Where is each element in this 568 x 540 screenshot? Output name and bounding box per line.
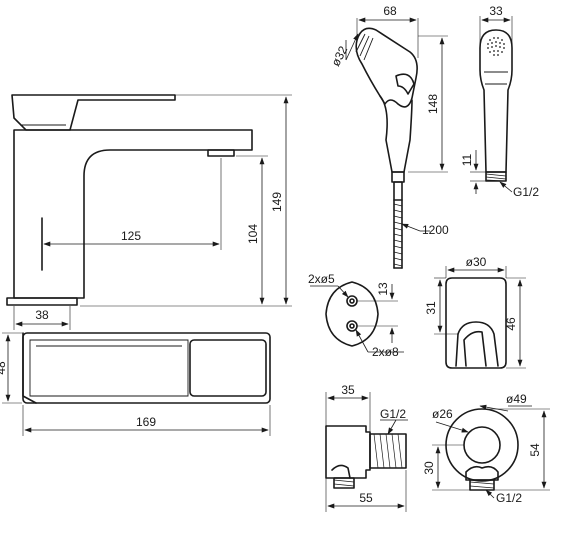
plugs-label: 2xø8 [372, 345, 399, 359]
outer-diameter-label: ø49 [506, 392, 527, 406]
faucet-front-view [6, 94, 253, 306]
hole-height-label: 31 [424, 301, 438, 315]
spray-face-dots [487, 37, 505, 56]
shower-thread-label: G1/2 [513, 185, 539, 199]
spout-reach-label: 125 [121, 229, 141, 243]
holder-side-dimensions: ø30 31 46 [424, 255, 526, 369]
hose-hatching [393, 203, 403, 267]
holder-front-dimensions: 2xø5 2xø8 13 [308, 272, 404, 359]
holder-height-label: 46 [504, 317, 518, 331]
outlet-front-view [445, 408, 519, 491]
spout-height-label: 104 [246, 224, 260, 244]
outlet-front-thread-label: G1/2 [496, 491, 522, 505]
outlet-side-view [325, 425, 407, 489]
hand-shower-side-dimensions: 33 11 G1/2 [460, 4, 539, 199]
faucet-front-dimensions: 149 104 125 38 [13, 94, 292, 330]
holder-width-label: ø30 [466, 255, 487, 269]
handle-width-label: 68 [383, 4, 397, 18]
thread-length-label: 11 [460, 153, 474, 166]
screws-label: 2xø5 [308, 272, 335, 286]
side-width-label: 33 [489, 4, 503, 18]
faucet-top-dimensions: 48 169 [0, 332, 271, 436]
faucet-height-label: 149 [270, 192, 284, 212]
thread-height-label: 30 [422, 461, 436, 475]
head-diameter-label: ø32 [329, 44, 351, 69]
top-width-label: 48 [0, 361, 8, 375]
outlet-total-depth-label: 55 [359, 491, 373, 505]
handle-height-label: 148 [426, 94, 440, 114]
base-width-label: 38 [35, 308, 49, 322]
outlet-depth-label: 35 [341, 383, 355, 397]
outlet-height-label: 54 [528, 443, 542, 457]
hose-length-label: 1200 [422, 223, 449, 237]
hand-shower-side-view [479, 29, 513, 182]
outlet-side-dimensions: 35 55 G1/2 [325, 383, 408, 512]
holder-front-view [325, 281, 379, 347]
outlet-thread-label: G1/2 [380, 407, 406, 421]
spacing-label: 13 [376, 282, 390, 296]
faucet-top-view [22, 332, 271, 404]
top-length-label: 169 [136, 415, 156, 429]
outlet-front-dimensions: ø49 ø26 30 54 G1/2 [422, 392, 550, 505]
inner-diameter-label: ø26 [432, 407, 453, 421]
hand-shower-view [355, 27, 418, 269]
holder-side-view [445, 277, 507, 369]
